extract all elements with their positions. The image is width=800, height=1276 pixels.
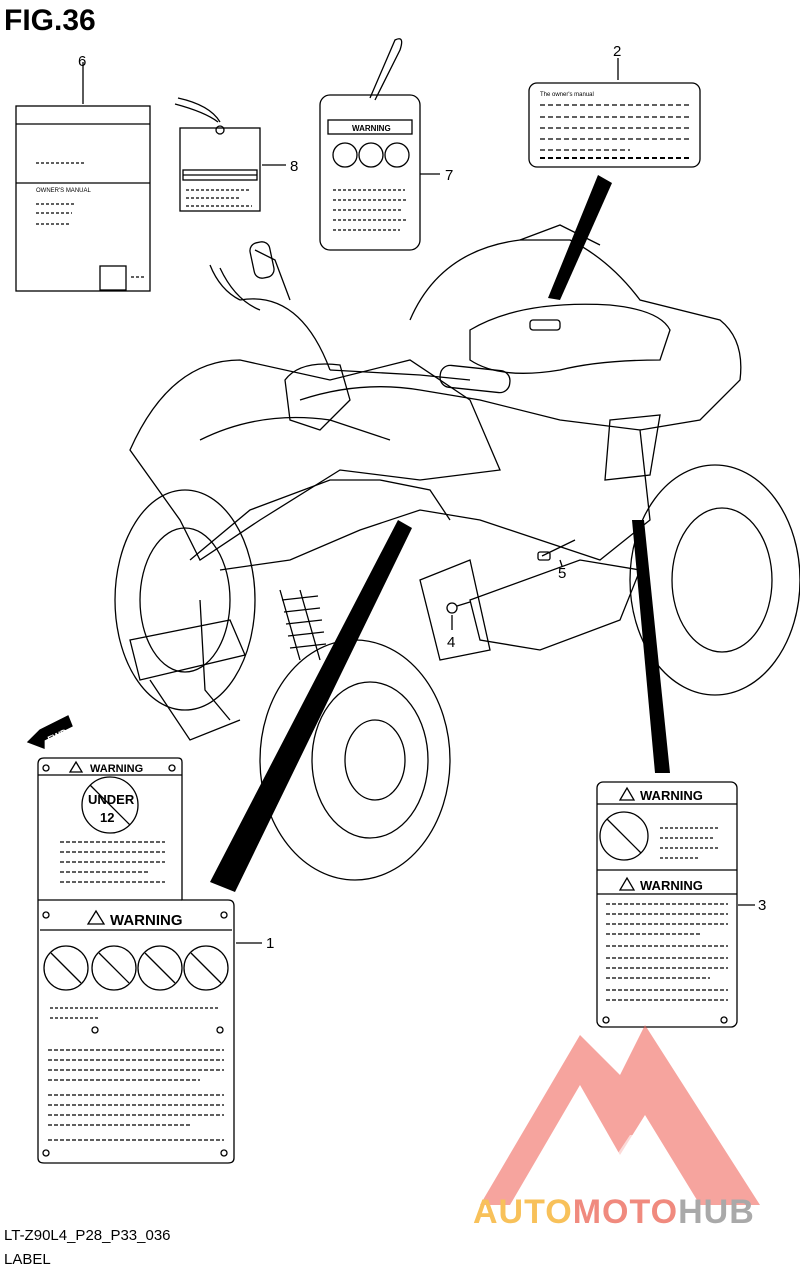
owners-manual-part-6 (15, 62, 151, 292)
hang-tag-part-7 (319, 38, 440, 251)
tag-label-part-8 (174, 97, 286, 212)
callout-3: 3 (758, 897, 766, 914)
owners-manual-notice-part-2 (528, 58, 701, 168)
figure-code: LT-Z90L4_P28_P33_036 (4, 1227, 171, 1244)
callout-5: 5 (558, 565, 566, 582)
watermark-part-moto: MOTO (572, 1193, 679, 1231)
label-2-heading: The owner's manual (540, 92, 594, 98)
owners-manual-title: OWNER'S MANUAL (36, 188, 91, 194)
callout-7: 7 (445, 167, 453, 184)
callout-2: 2 (613, 43, 621, 60)
watermark-part-hub: HUB (678, 1193, 755, 1231)
fwd-arrow-icon (26, 715, 73, 749)
label-1-main-warning: WARNING (110, 912, 183, 929)
automotohub-logo-icon (480, 1025, 760, 1205)
figure-title: FIG.36 (4, 4, 96, 37)
watermark-part-auto: AUTO (473, 1193, 573, 1231)
warning-label-part-1 (37, 757, 262, 1164)
label-3-warning-b: WARNING (640, 878, 703, 893)
callout-6: 6 (78, 53, 86, 70)
callout-8: 8 (290, 158, 298, 175)
warning-label-part-3 (596, 781, 755, 1028)
watermark-text: AUTOMOTOHUB (473, 1193, 755, 1232)
label-7-warning: WARNING (352, 124, 391, 133)
label-1-age: 12 (100, 810, 114, 825)
label-3-warning-a: WARNING (640, 788, 703, 803)
label-1-under-text: UNDER (88, 792, 135, 807)
atv-illustration (114, 224, 800, 881)
callout-1: 1 (266, 935, 274, 952)
label-1-top-warning: WARNING (90, 763, 143, 775)
callout-4: 4 (447, 634, 455, 651)
figure-caption: LABEL (4, 1251, 51, 1268)
